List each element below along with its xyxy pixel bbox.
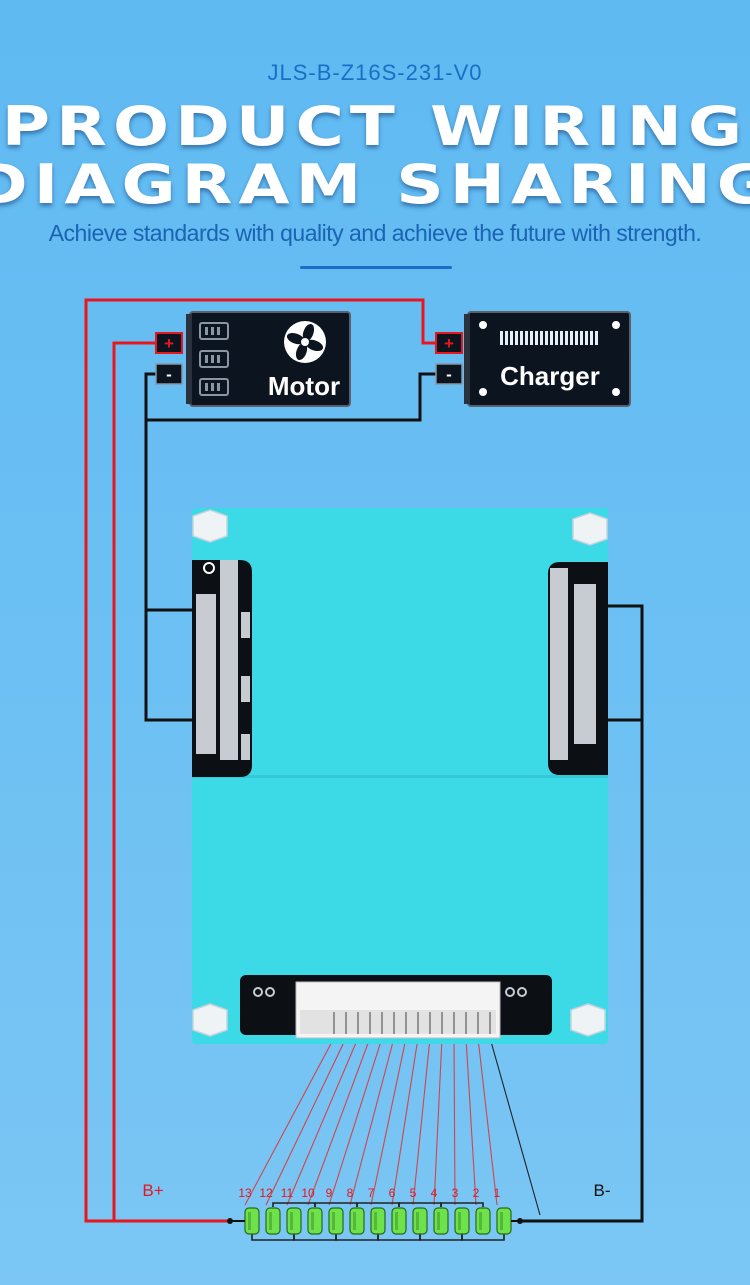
motor-plus-terminal xyxy=(155,332,183,354)
bminus-label: B- xyxy=(594,1181,611,1200)
cell-number: 7 xyxy=(368,1186,375,1200)
motor-label: Motor xyxy=(268,371,340,401)
cell-number: 11 xyxy=(281,1186,294,1200)
board-bottom-connector xyxy=(240,975,552,1039)
motor-device: Motor + - xyxy=(155,311,351,407)
bplus-label: B+ xyxy=(142,1181,163,1200)
wire-motor-minus xyxy=(144,372,197,612)
wire-bminus xyxy=(520,720,644,1223)
board-left-terminals xyxy=(192,560,252,777)
cell-number: 8 xyxy=(347,1186,354,1200)
cell-number: 10 xyxy=(301,1186,315,1200)
wire-board-p xyxy=(144,610,197,722)
cell-numbers: 13 12 11 10 9 8 7 6 5 4 3 2 1 xyxy=(238,1186,500,1200)
motor-minus-terminal xyxy=(155,363,183,385)
bms-board xyxy=(192,508,608,1044)
cell-number: 1 xyxy=(494,1186,501,1200)
fan-icon xyxy=(284,321,326,363)
cell-number: 13 xyxy=(238,1186,252,1200)
charger-plus-terminal xyxy=(435,332,463,354)
wire-charger-minus xyxy=(146,372,440,422)
balance-wires xyxy=(244,1037,541,1216)
title-line-2: DIAGRAM SHARING xyxy=(0,153,750,216)
motor-minus-sign: - xyxy=(166,365,172,384)
cell-number: 4 xyxy=(431,1186,438,1200)
cell-number: 9 xyxy=(326,1186,333,1200)
battery-cells xyxy=(227,1202,523,1241)
title-divider xyxy=(300,266,452,269)
charge-level-icon xyxy=(500,331,598,345)
charger-device: Charger + - xyxy=(435,311,631,407)
motor-plus-sign: + xyxy=(164,334,174,353)
charger-plus-sign: + xyxy=(444,334,454,353)
cell-number: 2 xyxy=(473,1186,480,1200)
cell-number: 6 xyxy=(389,1186,396,1200)
board-right-terminals xyxy=(548,562,608,775)
motor-battery-icons xyxy=(199,322,229,396)
wire-bplus-motor xyxy=(112,341,230,1223)
cell-number: 3 xyxy=(452,1186,459,1200)
title-line-1: PRODUCT WIRING xyxy=(1,95,749,158)
wires xyxy=(84,298,644,1223)
mounting-holes xyxy=(192,509,608,1037)
charger-minus-sign: - xyxy=(446,365,452,384)
wire-bplus-charger xyxy=(84,298,440,1223)
wire-board-c xyxy=(596,604,644,722)
tagline: Achieve standards with quality and achie… xyxy=(48,220,702,246)
charger-minus-terminal xyxy=(435,363,463,385)
cell-number: 5 xyxy=(410,1186,417,1200)
charger-label: Charger xyxy=(500,361,600,391)
model-number: JLS-B-Z16S-231-V0 xyxy=(267,60,483,85)
cell-number: 12 xyxy=(259,1186,273,1200)
